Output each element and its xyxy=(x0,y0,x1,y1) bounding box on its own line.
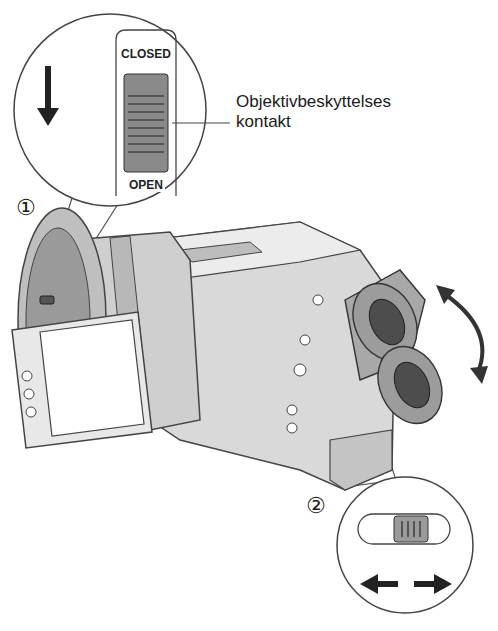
tilt-arrow xyxy=(436,285,488,384)
switch-position: OPEN xyxy=(127,178,165,192)
leader-line xyxy=(172,122,230,123)
switch-position: CLOSED xyxy=(119,47,173,61)
part-name: Objektivbeskyttelses kontakt xyxy=(236,92,436,132)
camcorder-body xyxy=(12,208,454,490)
lens-cover-switch-closeup xyxy=(14,14,230,206)
callout-number: ② xyxy=(306,494,326,518)
callout-number: ① xyxy=(16,196,36,220)
viewfinder-switch-closeup xyxy=(337,477,473,613)
